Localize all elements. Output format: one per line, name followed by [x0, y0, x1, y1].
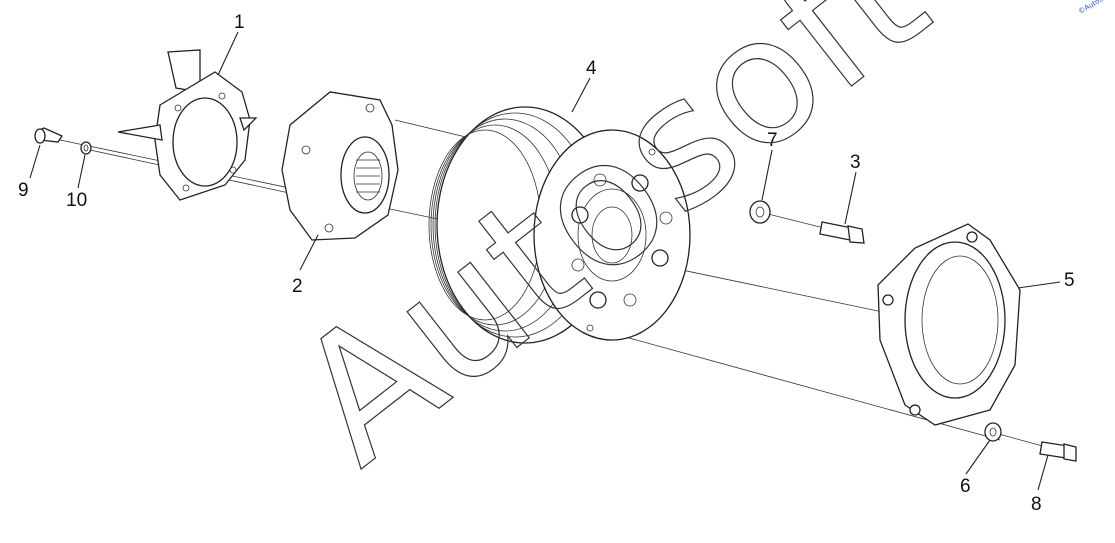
- callout-4: 4: [586, 58, 597, 79]
- leader-lines: [29, 31, 1061, 491]
- corner-watermark: ©Autosoft: [1077, 0, 1113, 16]
- part-5-bearing-cover: [877, 223, 1021, 426]
- part-8-bolt: [1039, 441, 1077, 462]
- callout-8: 8: [1031, 494, 1042, 515]
- part-7-washer: [749, 200, 771, 224]
- part-4-pulley-drum: [428, 106, 691, 344]
- callout-5: 5: [1064, 270, 1075, 291]
- part-9-bolt: [34, 127, 63, 144]
- part-6-washer: [984, 422, 1002, 442]
- callout-labels: 1 2 3 4 5 6 7 8 9 10: [18, 12, 1075, 515]
- callout-9: 9: [18, 180, 29, 201]
- callout-6: 6: [960, 476, 971, 497]
- part-1-fan-plate: [117, 49, 258, 201]
- callout-3: 3: [850, 152, 861, 173]
- callout-1: 1: [234, 12, 245, 33]
- callout-7: 7: [767, 130, 778, 151]
- watermark-text: Autosoft: [261, 0, 963, 503]
- callout-2: 2: [292, 276, 303, 297]
- part-3-bolt: [819, 221, 865, 244]
- part-2-splined-hub: [281, 91, 399, 241]
- part-10-nut: [80, 141, 92, 155]
- callout-10: 10: [66, 190, 87, 211]
